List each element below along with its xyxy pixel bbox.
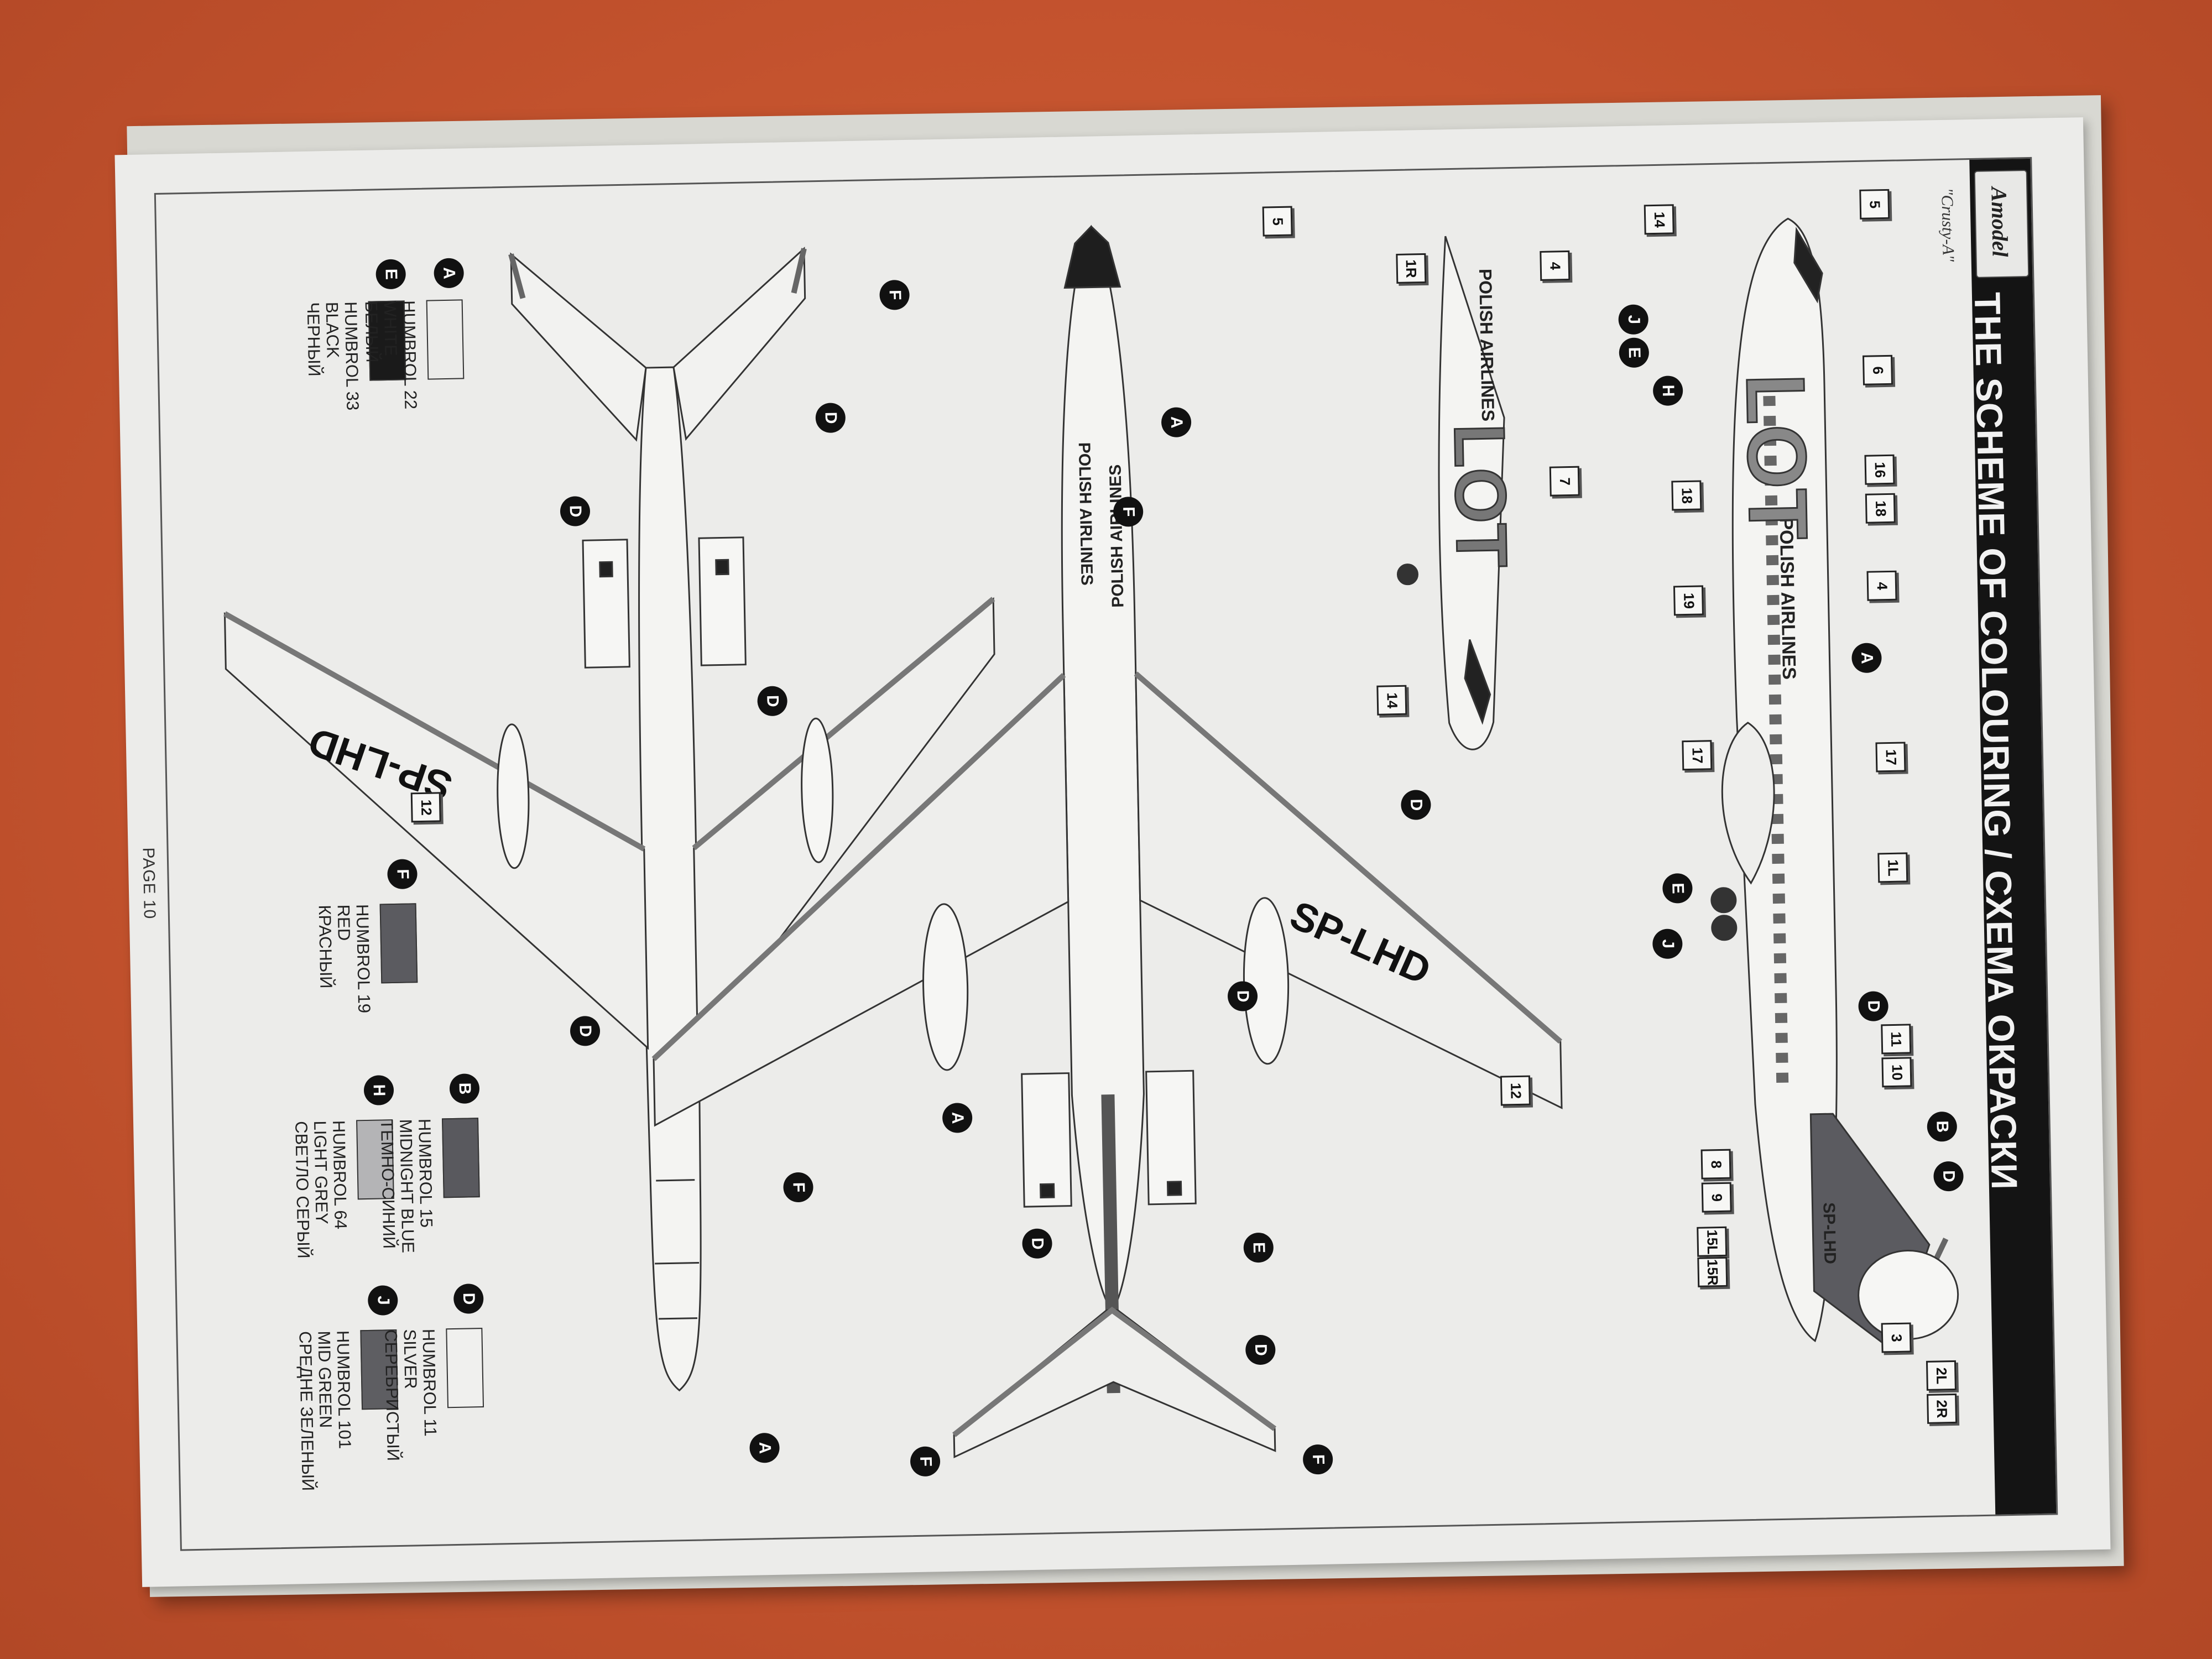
colour-scheme-plate: Amodel THE SCHEME OF COLOURING / СХЕМА О…: [139, 158, 2057, 1550]
callout-5: 5: [1859, 189, 1890, 220]
swatch-b: [442, 1118, 480, 1198]
callout-14: 14: [1376, 685, 1407, 716]
page-frame: Amodel THE SCHEME OF COLOURING / СХЕМА О…: [139, 156, 2058, 1551]
page-number: PAGE 10: [139, 847, 159, 920]
callout-3: 3: [1881, 1322, 1912, 1353]
airline-logo-side: LOT: [1729, 373, 1825, 540]
callout-4: 4: [1540, 250, 1571, 281]
callout-9: 9: [1701, 1182, 1732, 1213]
callout-12: 12: [410, 792, 441, 823]
airline-name-top-right: POLISH AIRLINES: [1107, 465, 1128, 608]
callout-5: 5: [1262, 206, 1293, 237]
callout-18: 18: [1671, 480, 1702, 511]
callout-19: 19: [1673, 585, 1704, 616]
top-view-aircraft: POLISH AIRLINES POLISH AIRLINES SP-LHD: [651, 225, 1563, 1459]
callout-6: 6: [1863, 354, 1893, 385]
callout-1r: 1R: [1396, 253, 1427, 284]
callout-12: 12: [1500, 1075, 1531, 1106]
callout-16: 16: [1864, 454, 1895, 485]
swatch-a: [426, 299, 465, 380]
instruction-sheet: Amodel THE SCHEME OF COLOURING / СХЕМА О…: [114, 117, 2111, 1587]
bottom-view-aircraft: SP-LHD: [223, 247, 995, 1392]
callout-14: 14: [1644, 204, 1674, 235]
callout-17: 17: [1682, 740, 1713, 771]
callout-17: 17: [1875, 742, 1906, 773]
registration-side: SP-LHD: [1819, 1202, 1839, 1264]
callout-11: 11: [1881, 1024, 1912, 1055]
callout-15l: 15L: [1697, 1226, 1728, 1257]
callout-7: 7: [1549, 466, 1580, 497]
callout-2r: 2R: [1927, 1393, 1958, 1424]
callout-15r: 15R: [1697, 1256, 1728, 1287]
airline-logo-side-small: LOT: [1439, 423, 1522, 568]
callout-4: 4: [1866, 570, 1897, 601]
callout-18: 18: [1865, 493, 1896, 524]
airline-name-side-small: POLISH AIRLINES: [1475, 269, 1498, 422]
airline-name-side: POLISH AIRLINES: [1776, 517, 1800, 680]
callout-1l: 1L: [1877, 852, 1908, 883]
callout-8: 8: [1700, 1149, 1731, 1180]
swatch-f: [379, 903, 418, 984]
swatch-d: [446, 1328, 484, 1408]
side-view-aircraft: POLISH AIRLINES LOT SP-LHD: [1710, 217, 1959, 1352]
airline-name-top-left: POLISH AIRLINES: [1075, 442, 1096, 586]
callout-10: 10: [1881, 1057, 1912, 1088]
callout-2l: 2L: [1926, 1360, 1957, 1391]
aircraft-drawings: SP-LHD: [223, 217, 1959, 1459]
side-view-forward-fuselage: POLISH AIRLINES LOT: [1396, 236, 1524, 750]
